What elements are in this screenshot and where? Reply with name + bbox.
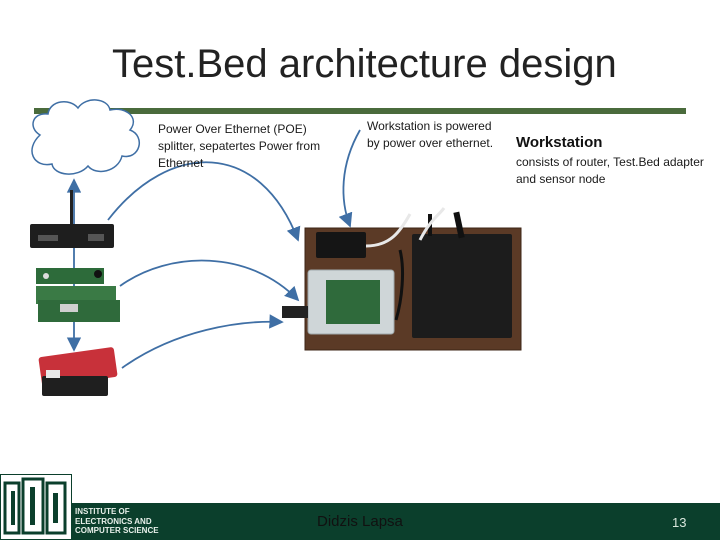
institute-name-line: INSTITUTE OF	[75, 507, 130, 516]
arrow-router-to-workstation	[107, 161, 301, 242]
workstation-photo	[282, 207, 522, 351]
slide-title: Test.Bed architecture design	[112, 42, 617, 86]
cloud-icon	[31, 99, 140, 175]
title-underline	[34, 108, 686, 114]
institute-name-line: COMPUTER SCIENCE	[75, 526, 159, 535]
workstation-description: consists of router, Test.Bed adapter and…	[516, 155, 704, 186]
poe-description: Power Over Ethernet (POE) splitter, sepa…	[158, 122, 321, 170]
sensor-board-stack	[36, 268, 120, 322]
presenter-name: Didzis Lapsa	[317, 513, 403, 530]
institute-name-line: ELECTRONICS AND	[75, 516, 152, 526]
page-number: 13	[672, 515, 687, 530]
arrow-poe-note	[338, 129, 361, 228]
arrow-node-to-workstation	[121, 314, 284, 369]
arrow-boards-to-workstation	[119, 259, 300, 302]
institute-name: INSTITUTE OF ELECTRONICS AND COMPUTER SC…	[75, 507, 185, 536]
workstation-heading: Workstation	[516, 134, 603, 151]
router-device	[30, 190, 114, 248]
footer-bar	[0, 503, 720, 540]
sensor-node	[38, 347, 118, 396]
workstation-power-note: Workstation is powered by power over eth…	[367, 119, 494, 150]
logo-mark-icon	[3, 477, 67, 535]
institute-logo	[0, 474, 72, 540]
